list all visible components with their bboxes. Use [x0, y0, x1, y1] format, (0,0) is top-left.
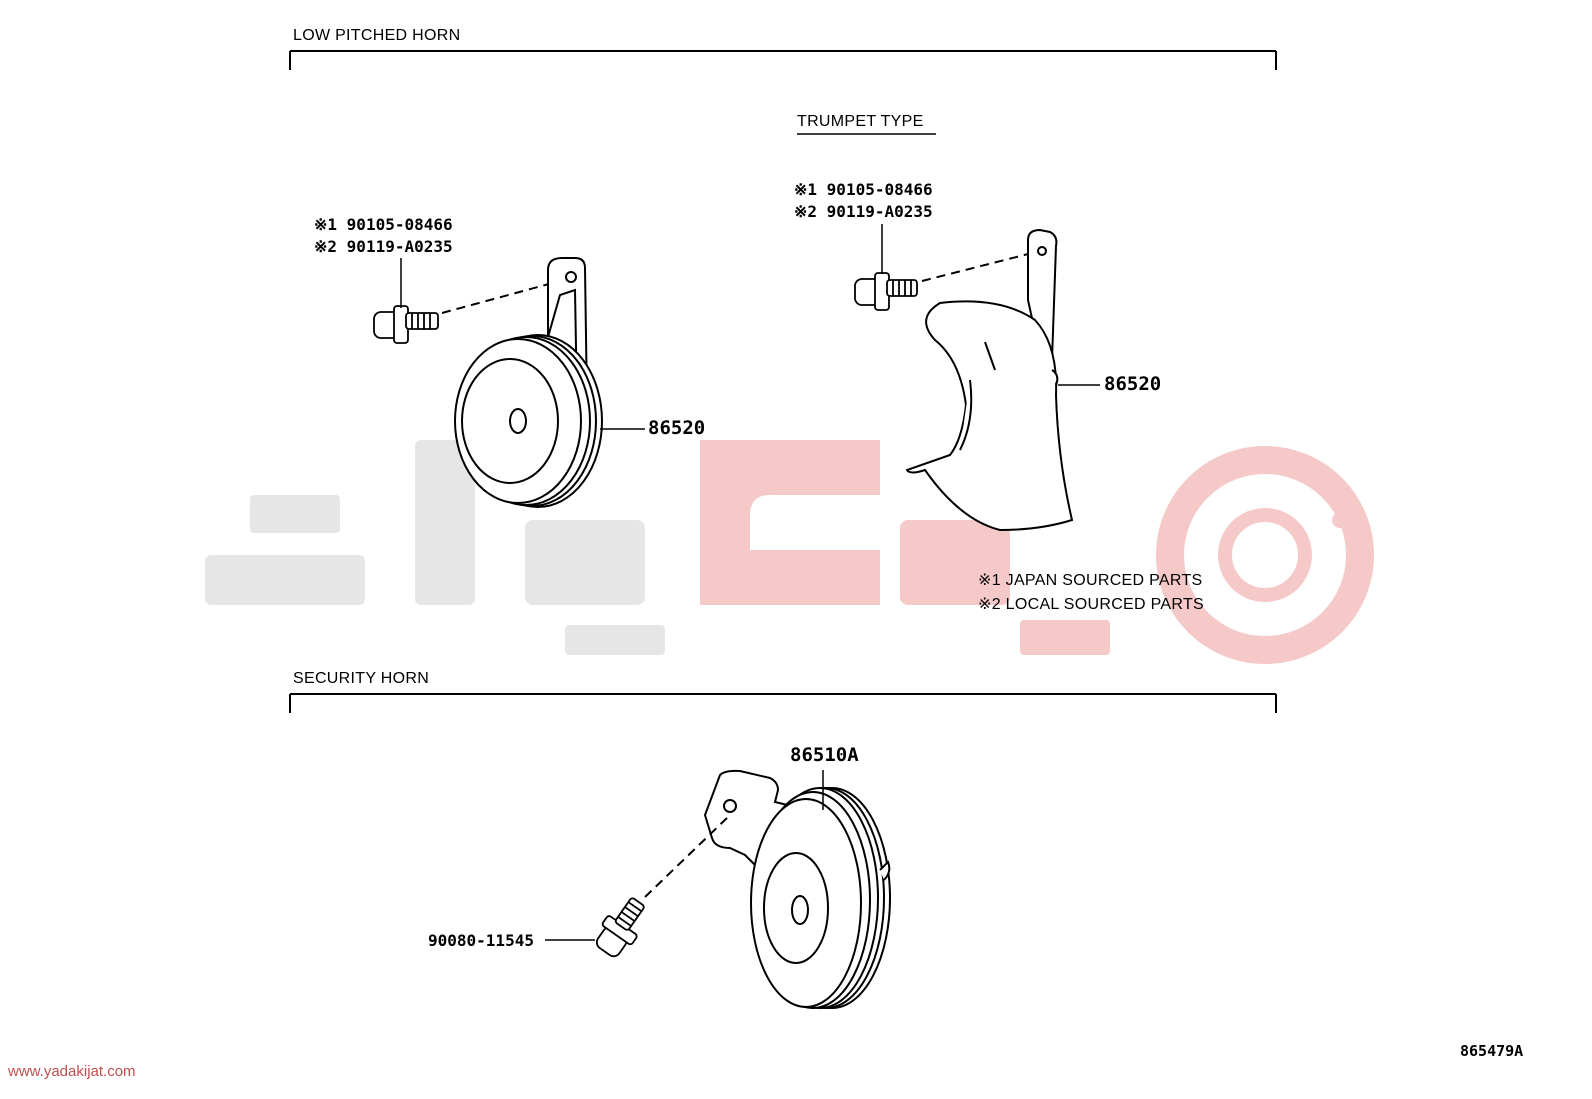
- trumpet-horn-bolt: [854, 272, 918, 311]
- disc-horn-part-number: 86520: [648, 417, 706, 439]
- trumpet-bolt-note-1: ※1 90105-08466: [794, 180, 933, 199]
- illustration-code: 865479A: [1460, 1042, 1524, 1060]
- security-bolt-part-number: 90080-11545: [428, 931, 534, 950]
- low-pitched-horn-title: LOW PITCHED HORN: [293, 27, 461, 44]
- disc-bolt-note-1: ※1 90105-08466: [314, 215, 453, 234]
- trumpet-bolt-note-2: ※2 90119-A0235: [794, 202, 933, 221]
- website-footer[interactable]: www.yadakijat.com: [8, 1063, 136, 1080]
- disc-horn-bolt-path: [441, 280, 561, 314]
- security-bracket: [289, 693, 1277, 713]
- trumpet-bolt-path: [921, 250, 1041, 282]
- security-bolt-path: [644, 817, 728, 898]
- trumpet-type-title: TRUMPET TYPE: [797, 113, 924, 130]
- disc-horn-bolt: [373, 305, 439, 344]
- trumpet-horn: [905, 228, 1074, 532]
- trumpet-horn-part-number: 86520: [1104, 373, 1162, 395]
- low-pitched-bracket: [289, 50, 1277, 70]
- watermark-logo: [205, 440, 1374, 664]
- legend-note-2: ※2 LOCAL SOURCED PARTS: [978, 596, 1204, 613]
- disc-bolt-note-2: ※2 90119-A0235: [314, 237, 453, 256]
- security-horn-bolt: [595, 897, 645, 958]
- security-horn: [703, 769, 891, 1009]
- legend-note-1: ※1 JAPAN SOURCED PARTS: [978, 572, 1203, 589]
- security-horn-part-number: 86510A: [790, 744, 859, 766]
- security-horn-title: SECURITY HORN: [293, 670, 430, 687]
- disc-horn: [454, 257, 603, 508]
